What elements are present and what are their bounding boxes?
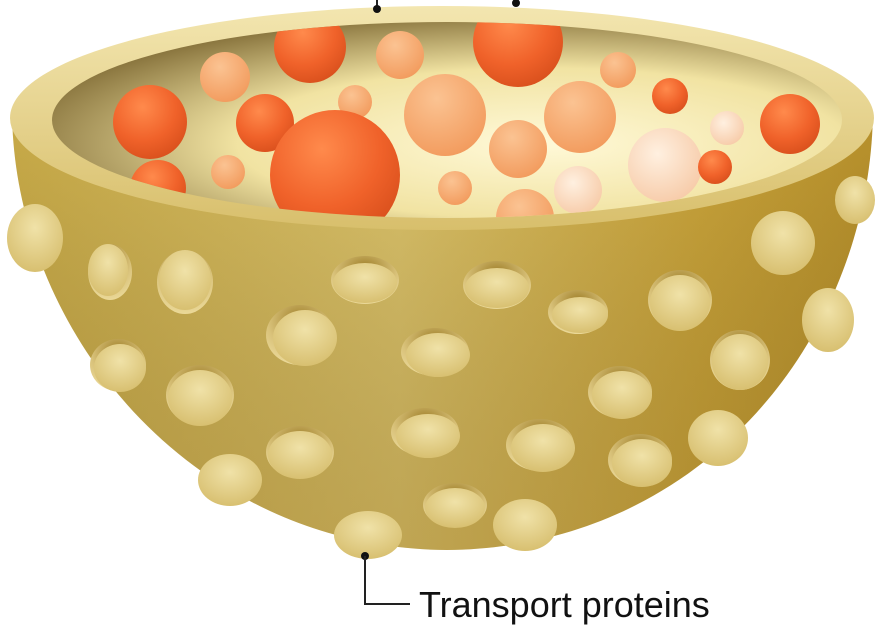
transport-proteins-callout: Transport proteins <box>361 552 710 625</box>
callout-leader-line <box>365 556 410 604</box>
transport-proteins-label: Transport proteins <box>419 584 710 625</box>
